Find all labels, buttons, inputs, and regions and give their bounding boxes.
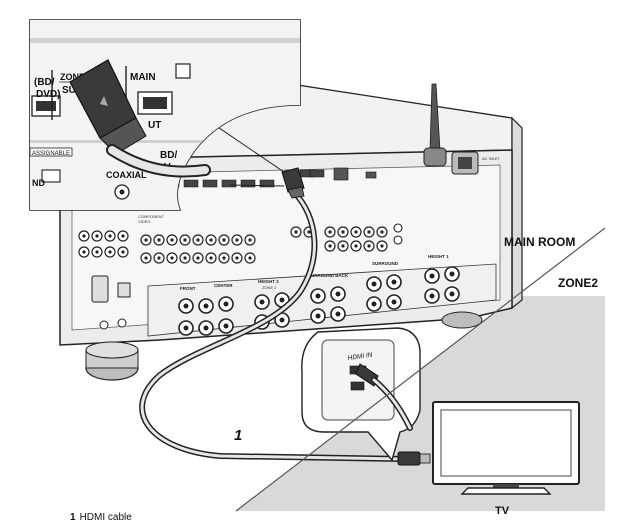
- zoom-hdmi-plug: [69, 59, 211, 178]
- zoom-coaxial-label: COAXIAL: [106, 170, 147, 180]
- tv-label: TV: [495, 505, 510, 517]
- legend-text: HDMI cable: [79, 512, 132, 523]
- tv-set: [432, 401, 580, 495]
- zoom-bd-dvd-label: (BD/: [34, 77, 55, 88]
- zone2-label: ZONE2: [558, 276, 598, 290]
- speaker-terminals: [178, 266, 460, 336]
- zoom-zone2-label: ZONE 2: [60, 72, 93, 82]
- surround-back-label: SURROUND BACK: [308, 273, 349, 278]
- zoom-assignable-label: ASSIGNABLE: [32, 151, 70, 157]
- ac-inlet-label: AC INLET: [482, 156, 501, 161]
- zoom-sub-label: SUB: [62, 85, 83, 96]
- video-label: VIDEO: [138, 219, 150, 224]
- rca-jack-block-right: [290, 223, 403, 252]
- height2-label: HEIGHT 2: [258, 279, 279, 284]
- zoom-out-label: UT: [148, 120, 161, 131]
- legend-number: 1: [70, 512, 76, 523]
- rca-jack-block-left: [78, 230, 129, 258]
- front-label: FRONT: [180, 286, 196, 291]
- surround-label: SURROUND: [372, 261, 399, 266]
- hdmi-plug-tv: [397, 451, 431, 466]
- callout-number: 1: [234, 427, 242, 444]
- zoom-main-label: MAIN: [130, 72, 156, 83]
- center-label: CENTER: [214, 283, 233, 288]
- zoom-gnd-label: ND: [32, 178, 45, 188]
- hdmi-plug-receiver: [281, 167, 305, 199]
- zoom-bd-label: BD/: [160, 150, 177, 161]
- tv-hdmi-callout: HDMI IN: [301, 327, 421, 462]
- room-divider: [235, 227, 606, 512]
- main-room-label: MAIN ROOM: [504, 235, 575, 249]
- rca-jack-block-middle: [140, 234, 256, 264]
- hdmi-port-row: [164, 169, 325, 188]
- zoom-bd-dvd-label-2: DVD): [36, 89, 60, 100]
- height2-zone2-label: ZONE 2: [262, 285, 277, 290]
- height1-label: HEIGHT 1: [428, 254, 449, 259]
- component-video-label: COMPONENT: [138, 214, 165, 219]
- hdmi-in-label: HDMI IN: [347, 352, 373, 362]
